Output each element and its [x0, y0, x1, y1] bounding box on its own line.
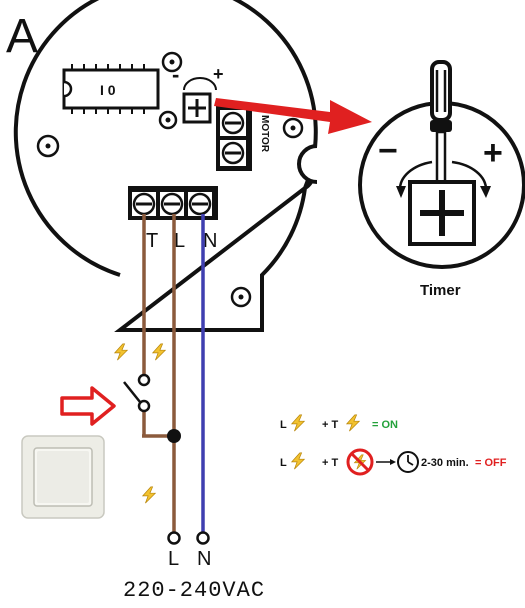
- terminal-l-label: L: [174, 230, 185, 252]
- supply-n-label: N: [197, 548, 211, 570]
- pointer-arrow: [214, 98, 372, 134]
- prohibited-icon: [346, 448, 374, 476]
- switch-contacts: [123, 373, 151, 413]
- mounting-hole: [282, 117, 304, 139]
- wire-junction: [167, 429, 181, 443]
- panel-label: A: [6, 10, 38, 63]
- motor-label: MOTOR: [259, 115, 270, 153]
- board-minus: -: [172, 62, 179, 87]
- hollow-arrow-icon: [60, 386, 116, 426]
- lightning-bolt-icon: [346, 414, 360, 432]
- terminal-n-label: N: [203, 230, 217, 252]
- lightning-bolt-icon: [114, 343, 128, 361]
- legend-on-l: L: [280, 419, 287, 431]
- chip-label: I 0: [100, 82, 116, 98]
- legend-off-l: L: [280, 457, 287, 469]
- mounting-hole: [36, 134, 60, 158]
- legend-on-result: = ON: [372, 419, 398, 431]
- lightning-bolt-icon: [291, 414, 305, 432]
- board-potentiometer: - +: [172, 62, 224, 124]
- screwdriver-icon: [430, 60, 452, 188]
- timer-plus: +: [483, 134, 503, 172]
- board-plus: +: [213, 64, 224, 84]
- lightning-bolt-icon: [152, 343, 166, 361]
- timer-minus: −: [378, 132, 398, 170]
- supply-l-label: L: [168, 548, 179, 570]
- main-terminal-block: T L N: [128, 186, 218, 252]
- legend-off-row: L + T 2-30 min. = OFF: [280, 448, 507, 476]
- board-notch: [297, 144, 318, 184]
- supply-terminals: L N 220-240VAC: [123, 531, 265, 603]
- legend-off-duration: 2-30 min.: [421, 457, 469, 469]
- board-outline: [13, 0, 318, 332]
- motor-terminal-block: MOTOR: [216, 105, 270, 171]
- timer-caption: Timer: [420, 282, 461, 299]
- timer-zoom: − + Timer: [358, 60, 525, 299]
- terminal-t-label: T: [146, 230, 158, 252]
- legend-on-row: L + T = ON: [280, 414, 398, 432]
- supply-voltage: 220-240VAC: [123, 578, 265, 603]
- legend-off-result: = OFF: [475, 457, 507, 469]
- ic-chip: I 0: [62, 64, 160, 114]
- legend-on-plus-t: + T: [322, 419, 338, 431]
- lightning-bolt-icon: [291, 452, 305, 470]
- legend-off-plus-t: + T: [322, 457, 338, 469]
- mounting-hole: [161, 51, 183, 73]
- mounting-hole: [230, 286, 252, 308]
- clock-icon: [397, 451, 419, 473]
- lightning-bolt-icon: [142, 486, 156, 504]
- mounting-hole: [158, 110, 178, 130]
- wall-switch-icon: [21, 435, 105, 519]
